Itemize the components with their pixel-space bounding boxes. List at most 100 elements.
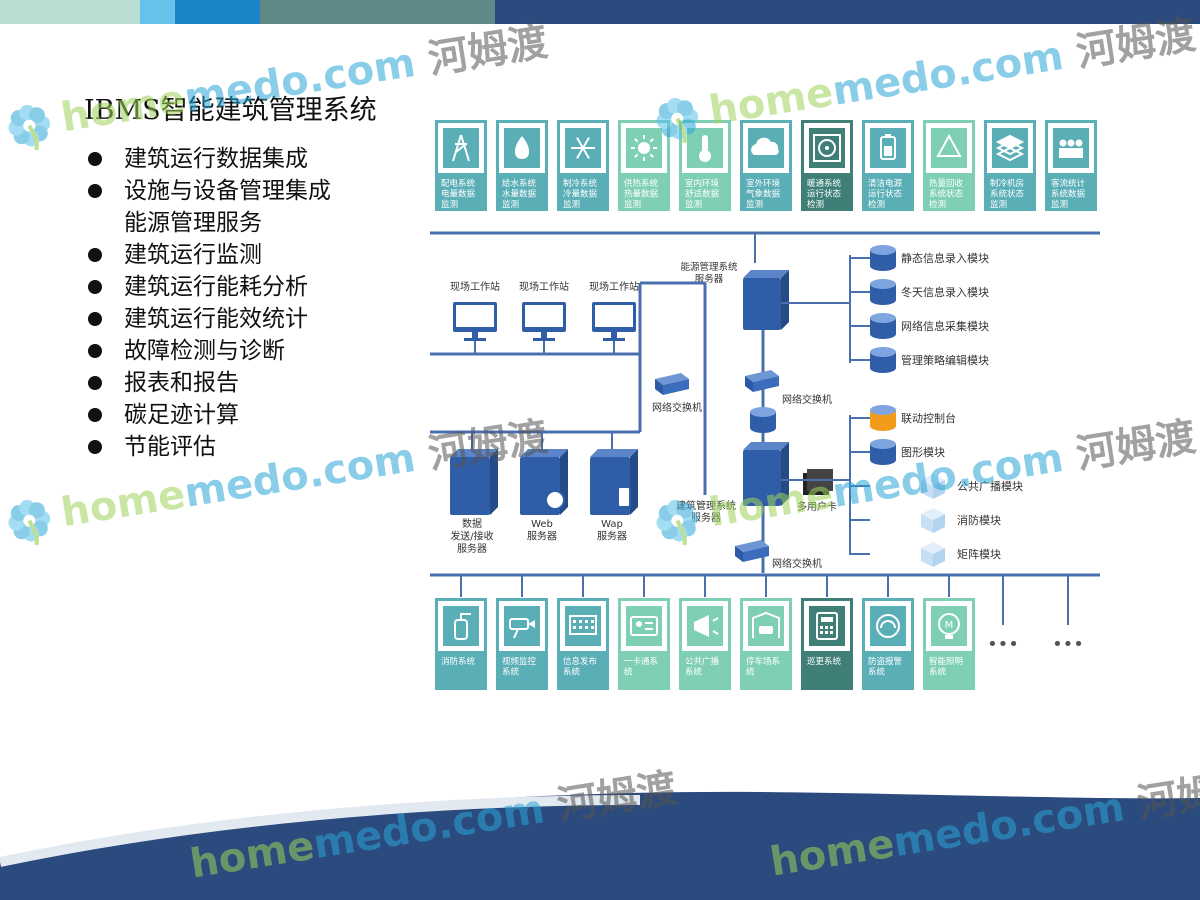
network-switch xyxy=(735,540,769,562)
watermark-brand-blue: do.com xyxy=(897,32,1067,105)
watermark-brand-mid: me xyxy=(829,460,905,517)
system-card: 防盗报警系统 xyxy=(862,598,914,690)
system-card: 视频监控系统 xyxy=(496,598,548,690)
camera-icon xyxy=(509,618,535,639)
alarm-icon xyxy=(876,614,900,638)
app-server xyxy=(450,449,498,515)
card-label: 清洁电源运行状态检测 xyxy=(868,178,903,210)
energy-module-disk xyxy=(870,313,896,339)
system-card: 制冷系统冷量数据监测 xyxy=(557,120,609,211)
card-label: 视频监控系统 xyxy=(502,656,537,678)
card-label: 巡更系统 xyxy=(807,656,842,667)
display-board-icon xyxy=(569,615,597,635)
top-bar-segment xyxy=(0,0,140,24)
energy-module-label: 网络信息采集模块 xyxy=(901,319,989,333)
watermark-chinese: 河姆渡 xyxy=(1134,763,1200,828)
top-bar-segment xyxy=(495,0,1200,24)
watermark-brand-blue: do.com xyxy=(249,434,419,507)
card-label: 供热系统热量数据监测 xyxy=(624,178,659,210)
building-server xyxy=(743,442,789,506)
watermark-chinese: 河姆渡 xyxy=(425,18,551,84)
bullet-item: 建筑运行数据集成 xyxy=(84,143,331,175)
building-module-disk xyxy=(870,405,896,431)
bullet-item: 碳足迹计算 xyxy=(84,399,331,431)
card-label: 暖通系统运行状态检测 xyxy=(807,178,842,210)
system-card: 巡更系统 xyxy=(801,598,853,690)
card-label: 停车场系统 xyxy=(746,656,780,678)
workstation-monitor xyxy=(522,302,566,341)
workstation-monitor xyxy=(592,302,636,341)
flower-logo-icon xyxy=(656,499,699,546)
ibms-architecture-diagram: 配电系统电量数据监测给水系统水量数据监测制冷系统冷量数据监测供热系统热量数据监测… xyxy=(430,120,1100,690)
building-module-label: 图形模块 xyxy=(901,446,945,459)
bullet-item: 节能评估 xyxy=(84,431,331,463)
top-bar-segment xyxy=(260,0,495,24)
watermark-brand-green: home xyxy=(57,471,189,537)
database-disk xyxy=(750,407,776,433)
top-bar-segment xyxy=(140,0,175,24)
watermark-chinese: 河姆渡 xyxy=(1073,413,1199,479)
power-tower-icon xyxy=(452,134,470,162)
energy-server xyxy=(743,270,789,330)
card-label: 制冷系统冷量数据监测 xyxy=(563,178,598,210)
card-label: 室内环境舒适数据监测 xyxy=(685,178,720,210)
system-card: 暖通系统运行状态检测 xyxy=(801,120,853,211)
card-icon-bg xyxy=(931,606,967,646)
bottom-wave-decoration xyxy=(0,791,1200,900)
homedo-watermark: homemedo.com 河姆渡 xyxy=(645,404,1200,552)
switch-label: 网络交换机 xyxy=(782,393,832,406)
recycle-icon xyxy=(936,133,962,157)
card-label: 热量回收系统状态检测 xyxy=(929,178,964,210)
workstation-monitor xyxy=(453,302,497,341)
fan-icon xyxy=(813,134,841,162)
calculator-icon xyxy=(816,612,838,640)
server-label: 数据发送/接收服务器 xyxy=(450,517,493,555)
system-card: 制冷机房系统状态监测 xyxy=(984,120,1036,211)
card-label: 消防系统 xyxy=(441,656,476,667)
energy-module-label: 冬天信息录入模块 xyxy=(901,285,989,299)
watermark-brand-blue: do.com xyxy=(249,39,419,112)
bullet-item: 建筑运行监测 xyxy=(84,239,331,271)
flower-logo-icon xyxy=(8,499,51,546)
workstation-label: 现场工作站 xyxy=(450,280,500,293)
bulb-icon: M xyxy=(938,613,960,639)
flower-logo-icon xyxy=(8,104,51,151)
watermark-brand-green: home xyxy=(57,76,189,142)
multi-card-label: 多用户卡 xyxy=(797,500,837,513)
globe-icon xyxy=(545,490,565,510)
network-switch xyxy=(655,373,689,395)
watermark-brand-mid: me xyxy=(181,65,257,122)
top-bar-segment xyxy=(175,0,260,24)
system-card: 信息发布系统 xyxy=(557,598,609,690)
card-label: 防盗报警系统 xyxy=(868,656,903,678)
energy-module-disk xyxy=(870,245,896,271)
card-label: 室外环境气象数据监测 xyxy=(746,178,781,210)
slide-title: IBMS智能建筑管理系统 xyxy=(84,95,377,126)
homedo-watermark: homemedo.com 河姆渡 xyxy=(645,2,1200,150)
svg-text:M: M xyxy=(945,620,954,631)
watermark-brand-mid: me xyxy=(310,811,386,869)
bullet-item: 建筑运行能效统计 xyxy=(84,303,331,335)
building-module-label: 公共广播模块 xyxy=(957,479,1023,493)
switch-label: 网络交换机 xyxy=(652,401,702,414)
phone-icon xyxy=(617,486,631,508)
watermark-chinese: 河姆渡 xyxy=(1073,11,1199,77)
system-card: 公共广播系统 xyxy=(679,598,731,690)
water-drop-icon xyxy=(514,136,530,159)
building-module-cube xyxy=(921,474,945,499)
top-color-bar xyxy=(0,0,1200,24)
energy-module-label: 静态信息录入模块 xyxy=(901,251,989,265)
energy-module-label: 管理策略编辑模块 xyxy=(901,353,989,367)
cloud-icon xyxy=(751,137,779,155)
ellipsis-dots: ••• xyxy=(1052,634,1084,655)
card-label: 给水系统水量数据监测 xyxy=(502,178,537,210)
layers-icon xyxy=(995,134,1025,162)
card-label: 制冷机房系统状态监测 xyxy=(990,178,1025,210)
system-card: 清洁电源运行状态检测 xyxy=(862,120,914,211)
watermark-brand-mid: me xyxy=(829,58,905,115)
thermometer-icon xyxy=(699,135,711,162)
system-card: 消防系统 xyxy=(435,598,487,690)
building-module-label: 联动控制台 xyxy=(901,411,956,425)
